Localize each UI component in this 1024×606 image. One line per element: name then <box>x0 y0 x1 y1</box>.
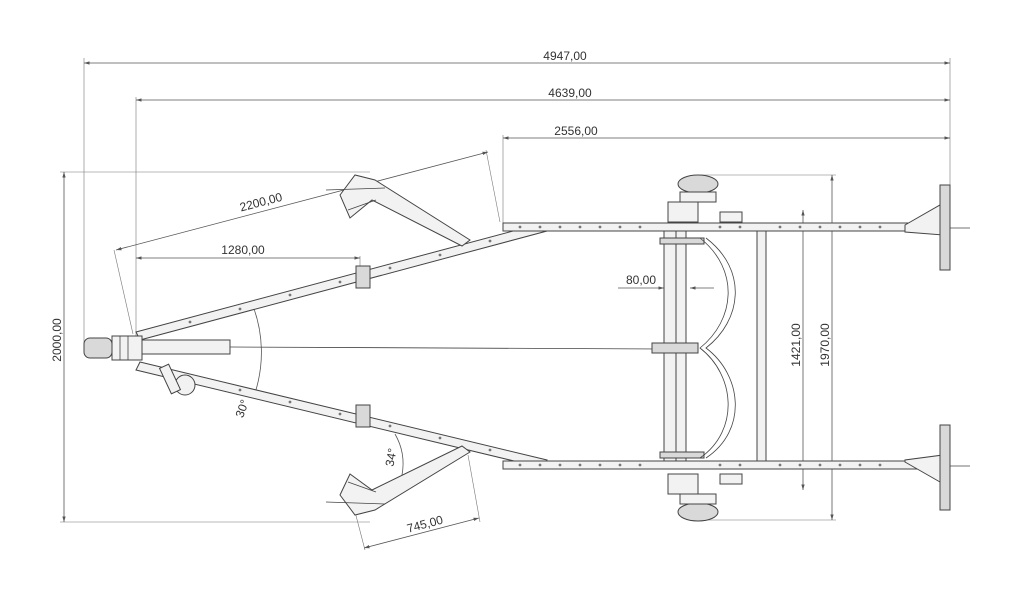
arm-length-label: 2200,00 <box>238 190 284 215</box>
dimension-overall-width: 2000,00 <box>50 171 370 523</box>
support-angle-label: 34° <box>383 447 400 468</box>
lower-support-bracket <box>355 404 371 428</box>
dimension-rear-frame-length: 2556,00 <box>502 124 950 228</box>
lower-wheel <box>667 473 743 522</box>
lower-boat-support <box>325 404 471 516</box>
upper-clamp <box>659 237 705 245</box>
drawbar-angle-label: 30° <box>233 398 252 420</box>
angle-drawbar: 30° <box>233 305 262 420</box>
upper-boat-support <box>325 174 471 289</box>
upper-support-bracket <box>355 265 371 289</box>
lower-drawbar-arm <box>135 361 548 469</box>
rail-holes <box>188 225 882 467</box>
dimension-overall-length: 4947,00 <box>83 49 951 345</box>
track-outer-label: 1970,00 <box>818 323 832 367</box>
lower-side-rail <box>502 460 944 470</box>
hitch-coupling <box>83 335 231 396</box>
center-cable <box>229 346 663 350</box>
track-inner-label: 1421,00 <box>789 323 803 367</box>
cable-clamp <box>651 342 699 354</box>
rear-crossmember <box>756 230 767 462</box>
overall-length-label: 4947,00 <box>543 49 587 63</box>
upper-wheel <box>667 174 743 223</box>
upper-drawbar-arm <box>135 222 548 341</box>
angle-support: 34° <box>383 433 404 476</box>
dimension-axle-offset: 80,00 <box>618 273 714 290</box>
dimension-support-offset: 1280,00 <box>136 243 361 276</box>
lower-rear-light <box>904 424 970 511</box>
upper-rear-light <box>904 184 970 271</box>
dimension-track-inner: 1421,00 <box>789 210 805 490</box>
overall-width-label: 2000,00 <box>50 318 64 362</box>
lower-clamp <box>659 451 705 459</box>
axle-offset-label: 80,00 <box>626 273 656 287</box>
dimension-arm-length: 2200,00 <box>113 149 501 335</box>
support-offset-label: 1280,00 <box>221 243 265 257</box>
frame-length-label: 4639,00 <box>548 86 592 100</box>
upper-side-rail <box>502 222 944 232</box>
dimension-frame-length: 4639,00 <box>135 86 950 340</box>
trailer-frame <box>135 222 944 470</box>
rear-frame-length-label: 2556,00 <box>554 124 598 138</box>
